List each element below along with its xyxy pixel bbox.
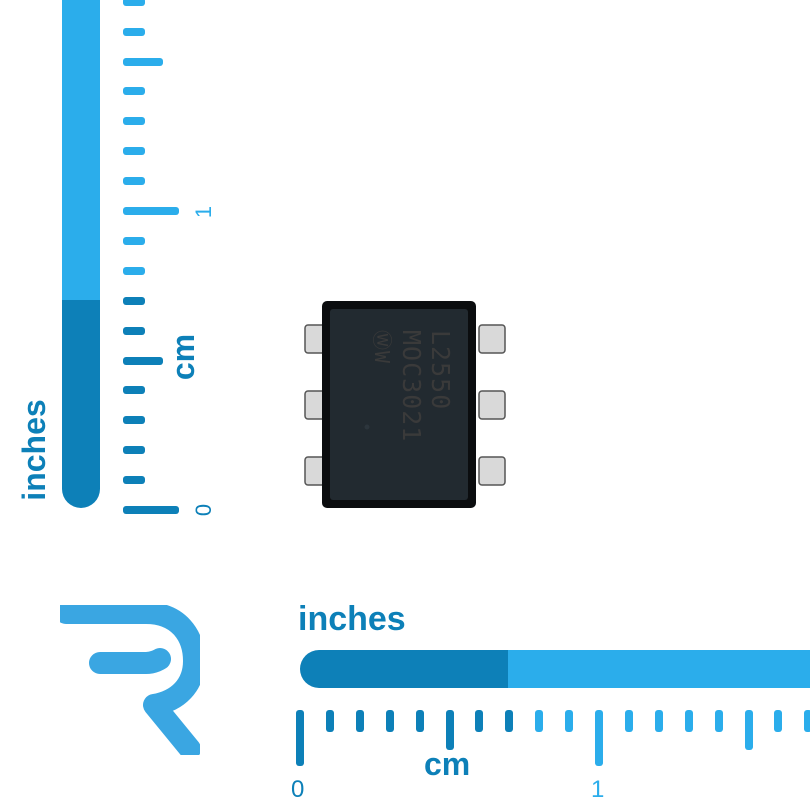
horizontal-tick	[535, 710, 544, 732]
horizontal-tick	[624, 710, 633, 732]
vertical-tick	[123, 87, 145, 96]
vertical-label-one: 1	[191, 205, 216, 219]
vertical-tick	[123, 266, 145, 275]
vertical-tick	[123, 0, 145, 6]
horizontal-tick	[355, 710, 364, 732]
vertical-tick	[123, 236, 145, 245]
vertical-tick	[123, 296, 145, 305]
horizontal-tick	[385, 710, 394, 732]
horizontal-tick	[595, 710, 603, 766]
horizontal-tick	[505, 710, 514, 732]
horizontal-tick	[445, 710, 454, 750]
horizontal-tick	[654, 710, 663, 732]
vertical-inch-bar-dark	[62, 300, 100, 508]
vertical-tick	[123, 57, 163, 66]
chip-marking-line2: MOC3021	[397, 330, 426, 443]
vertical-tick	[123, 117, 145, 126]
horizontal-inch-bar-light	[508, 650, 810, 688]
chip-pin	[478, 390, 506, 420]
horizontal-label-zero: 0	[291, 776, 305, 803]
vertical-tick	[123, 386, 145, 395]
vertical-inch-bar-light	[62, 0, 100, 310]
vertical-tick	[123, 177, 145, 186]
chip-pin	[478, 456, 506, 486]
vertical-tick	[123, 446, 145, 455]
vertical-tick	[123, 416, 145, 425]
horizontal-tick	[714, 710, 723, 732]
vertical-tick	[123, 147, 145, 156]
horizontal-tick	[415, 710, 424, 732]
vertical-tick	[123, 506, 179, 514]
horizontal-tick	[774, 710, 783, 732]
vertical-inches-label: inches	[16, 399, 52, 501]
horizontal-tick	[325, 710, 334, 732]
vertical-label-zero: 0	[191, 503, 216, 517]
horizontal-tick	[475, 710, 484, 732]
horizontal-tick	[565, 710, 574, 732]
vertical-tick	[123, 356, 163, 365]
vertical-tick	[123, 27, 145, 36]
r-logo-icon	[60, 605, 200, 755]
horizontal-tick	[804, 710, 810, 732]
horizontal-tick	[684, 710, 693, 732]
vertical-tick	[123, 207, 179, 215]
vertical-cm-label: cm	[165, 333, 201, 381]
chip-logo-mark: ⓌW	[370, 330, 394, 365]
pin-one-dimple	[364, 424, 370, 430]
chip-marking: L2550 MOC3021 ⓌW	[370, 330, 490, 460]
horizontal-label-one: 1	[591, 776, 605, 803]
horizontal-inch-bar-dark	[300, 650, 510, 688]
chip-marking-line1: L2550	[426, 330, 455, 411]
horizontal-tick	[296, 710, 304, 766]
vertical-tick	[123, 476, 145, 485]
horizontal-tick	[744, 710, 753, 750]
chip-package	[304, 301, 506, 508]
vertical-tick	[123, 326, 145, 335]
chip-pin	[478, 324, 506, 354]
horizontal-cm-label: cm	[424, 746, 471, 782]
horizontal-inches-label: inches	[298, 600, 406, 638]
